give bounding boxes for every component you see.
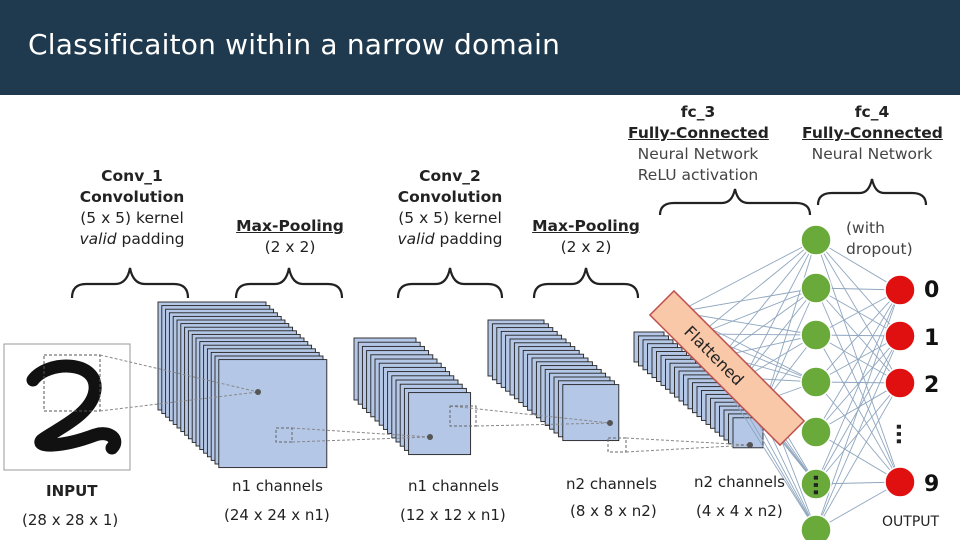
connection: [815, 335, 901, 383]
conv2-dims: (8 x 8 x n2): [570, 502, 657, 520]
dropout-note: (with dropout): [846, 219, 913, 258]
connection: [743, 287, 817, 379]
conv1-feature-maps: [157, 301, 328, 469]
network-nodes: [800, 224, 916, 540]
connection: [815, 334, 901, 483]
output-node: [884, 466, 916, 498]
slide-title: Classificaiton within a narrow domain: [28, 28, 561, 61]
conv2-feature-maps: [487, 319, 620, 442]
connection: [815, 289, 901, 485]
title-bar: Classificaiton within a narrow domain: [0, 0, 960, 95]
connection: [721, 334, 817, 357]
connection: [815, 287, 901, 483]
pool1-label: Max-Pooling (2 x 2): [236, 217, 344, 256]
connection: [699, 333, 817, 336]
fc3-label: fc_3 Fully-Connected Neural Network ReLU…: [628, 103, 769, 184]
hidden-node: [800, 224, 832, 256]
pool1-dims: (12 x 12 x n1): [400, 506, 506, 524]
connection: [677, 311, 817, 336]
connection: [721, 239, 817, 357]
hidden-node: [800, 468, 832, 500]
hidden-node: [800, 366, 832, 398]
receptive-field-markers: [255, 389, 753, 453]
input-image: [3, 343, 131, 471]
pool2-label: Max-Pooling (2 x 2): [532, 217, 640, 256]
connection: [815, 335, 901, 433]
connection: [677, 287, 817, 313]
pool1-feature-maps: [353, 337, 472, 456]
receptive-field-lines: [99, 354, 751, 453]
hidden-node: [800, 416, 832, 448]
fc4-label: fc_4 Fully-Connected Neural Network: [802, 103, 943, 163]
input-dims: (28 x 28 x 1): [22, 511, 119, 529]
output-node: [884, 274, 916, 306]
connection: [677, 239, 817, 313]
hidden-ellipsis: …: [799, 474, 824, 496]
connection: [765, 239, 817, 401]
connection: [765, 287, 817, 401]
layer-braces: [70, 178, 928, 299]
pool2-channels: n2 channels: [694, 473, 785, 491]
output-digit-1: 1: [924, 326, 940, 351]
connection: [743, 239, 817, 379]
pool2-dims: (4 x 4 x n2): [696, 502, 783, 520]
conv1-dims: (24 x 24 x n1): [224, 506, 330, 524]
connection: [815, 382, 901, 433]
output-node: [884, 320, 916, 352]
conv2-label: Conv_2 Convolution (5 x 5) kernel valid …: [397, 167, 503, 248]
feature-map: [218, 359, 328, 469]
pool1-channels: n1 channels: [408, 477, 499, 495]
connection: [815, 239, 901, 291]
connection: [815, 289, 901, 383]
output-ellipsis: …: [882, 423, 907, 445]
connection: [815, 239, 901, 337]
hidden-node: [800, 272, 832, 304]
conv1-label: Conv_1 Convolution (5 x 5) kernel valid …: [79, 167, 185, 248]
output-digit-9: 9: [924, 472, 940, 497]
input-label: INPUT: [46, 482, 98, 500]
hidden-node: [800, 319, 832, 351]
hidden-node: [800, 514, 832, 540]
feature-map: [408, 392, 472, 456]
feature-map: [562, 384, 620, 442]
output-digit-0: 0: [924, 278, 940, 303]
connection: [815, 289, 901, 336]
connection: [721, 287, 817, 357]
connection: [815, 382, 901, 531]
output-label: OUTPUT: [882, 514, 940, 530]
output-node: [884, 367, 916, 399]
output-digit-2: 2: [924, 373, 940, 398]
pool2-feature-maps: [633, 331, 764, 449]
connection: [815, 289, 901, 433]
conv2-channels: n2 channels: [566, 475, 657, 493]
connection: [815, 335, 901, 531]
connection: [699, 239, 817, 335]
connection: [815, 481, 901, 531]
conv1-channels: n1 channels: [232, 477, 323, 495]
